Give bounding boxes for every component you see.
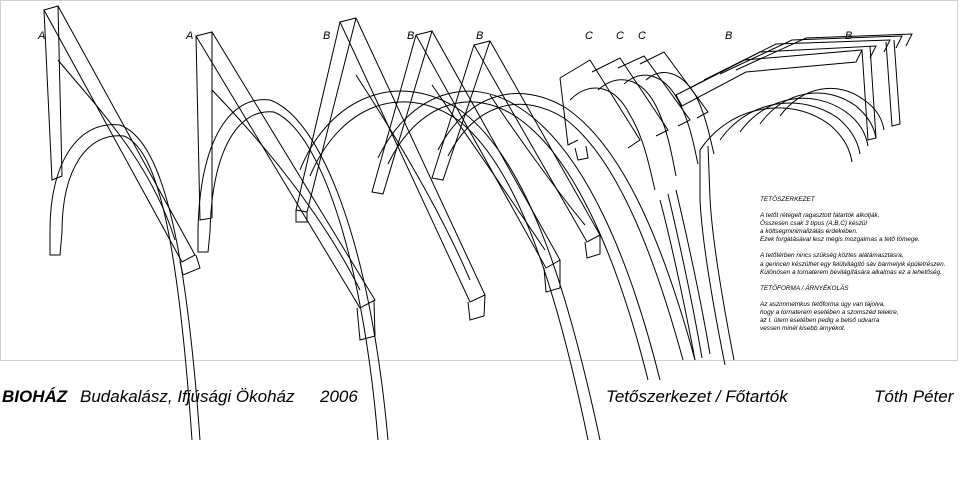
- truss-label-6: C: [585, 30, 593, 42]
- truss-label-5: B: [476, 30, 484, 42]
- notes-paragraph-1: A tetőt rétegelt ragasztott fatartók alk…: [760, 212, 956, 244]
- note-line: A tetőtérben nincs szükség köztes alátám…: [760, 252, 904, 260]
- note-line: a gerincen készülhet egy felülvilágító s…: [760, 260, 946, 268]
- note-line: A tetőt rétegelt ragasztott fatartók alk…: [760, 212, 880, 220]
- note-line: Ezek forgatásával lesz mégis mozgalmas a…: [760, 236, 920, 244]
- truss-label-4: B: [407, 30, 415, 42]
- truss-label-2: A: [186, 30, 194, 42]
- truss-label-7: C: [616, 30, 624, 42]
- note-line: az I. ütem esetében pedig a belső udvarr…: [760, 317, 880, 325]
- note-line: a költségminimalizálás érdekében.: [760, 228, 858, 236]
- sheet-subject: Tetőszerkezet / Főtartók: [606, 387, 788, 406]
- truss-label-10: B: [845, 30, 853, 42]
- truss-b-1: [295, 17, 601, 440]
- truss-c-group: [559, 51, 715, 191]
- truss-label-3: B: [323, 30, 331, 42]
- notes-heading-shading: TETŐFORMA / ÁRNYÉKOLÁS: [760, 284, 849, 292]
- project-name: Budakalász, Ifjúsági Ökoház: [80, 387, 295, 406]
- truss-label-1: A: [38, 30, 46, 42]
- note-line: Összesen csak 3 típus (A,B,C) készül: [760, 220, 867, 228]
- drawing-frame: [0, 0, 958, 361]
- truss-a-2: [195, 31, 389, 440]
- truss-a-1: [43, 5, 201, 440]
- note-line: hogy a tornaterem esetében a szomszéd te…: [760, 308, 899, 316]
- note-line: vessen minél kisebb árnyékot.: [760, 325, 846, 333]
- truss-b-3: [431, 40, 696, 361]
- roof-truss-drawing: [43, 5, 913, 440]
- truss-b-2: [371, 30, 661, 381]
- truss-label-9: B: [725, 30, 733, 42]
- truss-label-8: C: [638, 30, 646, 42]
- notes-paragraph-3: Az aszimmetrikus tetőforma úgy van tájol…: [760, 301, 956, 333]
- note-line: Különösen a tornaterem bevilágítására al…: [760, 268, 942, 276]
- notes-paragraph-2: A tetőtérben nincs szükség köztes alátám…: [760, 252, 956, 276]
- note-line: Az aszimmetrikus tetőforma úgy van tájol…: [760, 300, 886, 308]
- author-name: Tóth Péter: [874, 387, 954, 406]
- truss-b-group-right: [659, 33, 913, 366]
- title-block: BIOHÁZ Budakalász, Ifjúsági Ökoház 2006 …: [0, 387, 960, 413]
- brand-name: BIOHÁZ: [2, 387, 68, 406]
- notes-panel: TETŐSZERKEZET A tetőt rétegelt ragasztot…: [760, 196, 956, 341]
- notes-heading-roof: TETŐSZERKEZET: [760, 196, 815, 203]
- project-year: 2006: [320, 387, 358, 406]
